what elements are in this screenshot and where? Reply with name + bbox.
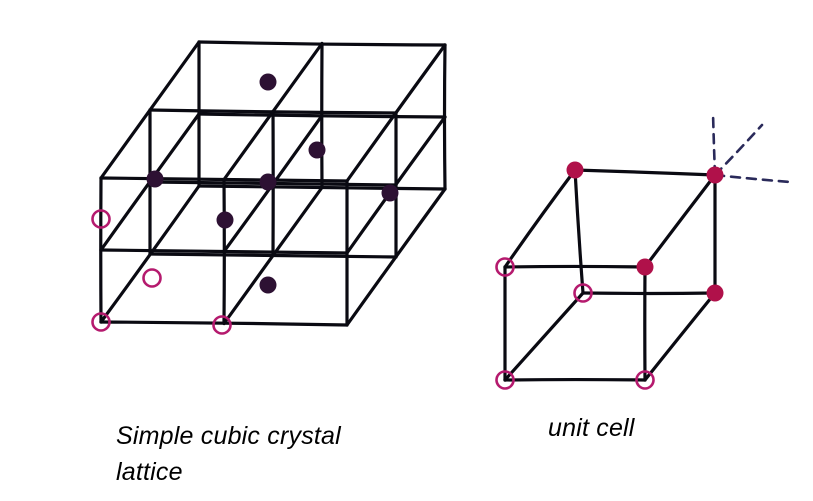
lattice-atom-filled bbox=[259, 276, 277, 294]
unit-cell-edge-depth-br bbox=[643, 291, 717, 382]
lattice-atom-filled bbox=[146, 170, 164, 188]
lattice-edge-z bbox=[99, 40, 201, 180]
lattice-caption: Simple cubic crystal lattice bbox=[116, 422, 341, 487]
lattice-edge-z bbox=[345, 115, 447, 255]
lattice-edge-z bbox=[345, 43, 447, 183]
lattice-atom-filled bbox=[381, 184, 399, 202]
unit-cell-edge-back-top bbox=[573, 168, 717, 177]
lattice-atom-filled bbox=[259, 73, 277, 91]
unit-cell-drawing bbox=[495, 111, 792, 390]
unit-cell-atom-filled bbox=[636, 258, 654, 276]
unit-cell-atom-filled bbox=[706, 166, 724, 184]
unit-cell-atom-hollow bbox=[635, 370, 655, 390]
lattice-edge-z bbox=[222, 185, 324, 326]
unit-cell-atom-hollow bbox=[495, 257, 515, 277]
lattice-atom-filled bbox=[216, 211, 234, 229]
lattice-edge-z bbox=[99, 184, 201, 324]
unit-cell-caption: unit cell bbox=[548, 414, 635, 442]
lattice-atom-hollow bbox=[91, 209, 111, 229]
axis-ray-vertical bbox=[711, 111, 717, 177]
unit-cell-edge-front-top bbox=[503, 264, 647, 269]
unit-cell-edge-depth-bl bbox=[503, 291, 585, 382]
axis-ray-horizontal bbox=[713, 173, 792, 184]
unit-cell-atom-hollow bbox=[495, 370, 515, 390]
lattice-atom-hollow bbox=[212, 315, 232, 335]
lattice-atom-hollow bbox=[91, 312, 111, 332]
lattice-edge-z bbox=[345, 187, 447, 327]
unit-cell-atom-filled bbox=[566, 161, 584, 179]
lattice-atom-filled bbox=[259, 173, 277, 191]
simple-cubic-lattice-drawing bbox=[91, 40, 447, 335]
unit-cell-atom-hollow bbox=[573, 283, 593, 303]
unit-cell-edge-depth-tr bbox=[643, 173, 717, 269]
lattice-edge-z bbox=[222, 41, 324, 182]
unit-cell-atom-filled bbox=[706, 284, 724, 302]
axis-ray-diagonal bbox=[713, 123, 764, 177]
unit-cell-edge-back-left bbox=[573, 168, 585, 295]
unit-cell-edge-depth-tl bbox=[503, 168, 577, 269]
lattice-atom-hollow bbox=[142, 268, 162, 288]
lattice-atom-filled bbox=[308, 141, 326, 159]
